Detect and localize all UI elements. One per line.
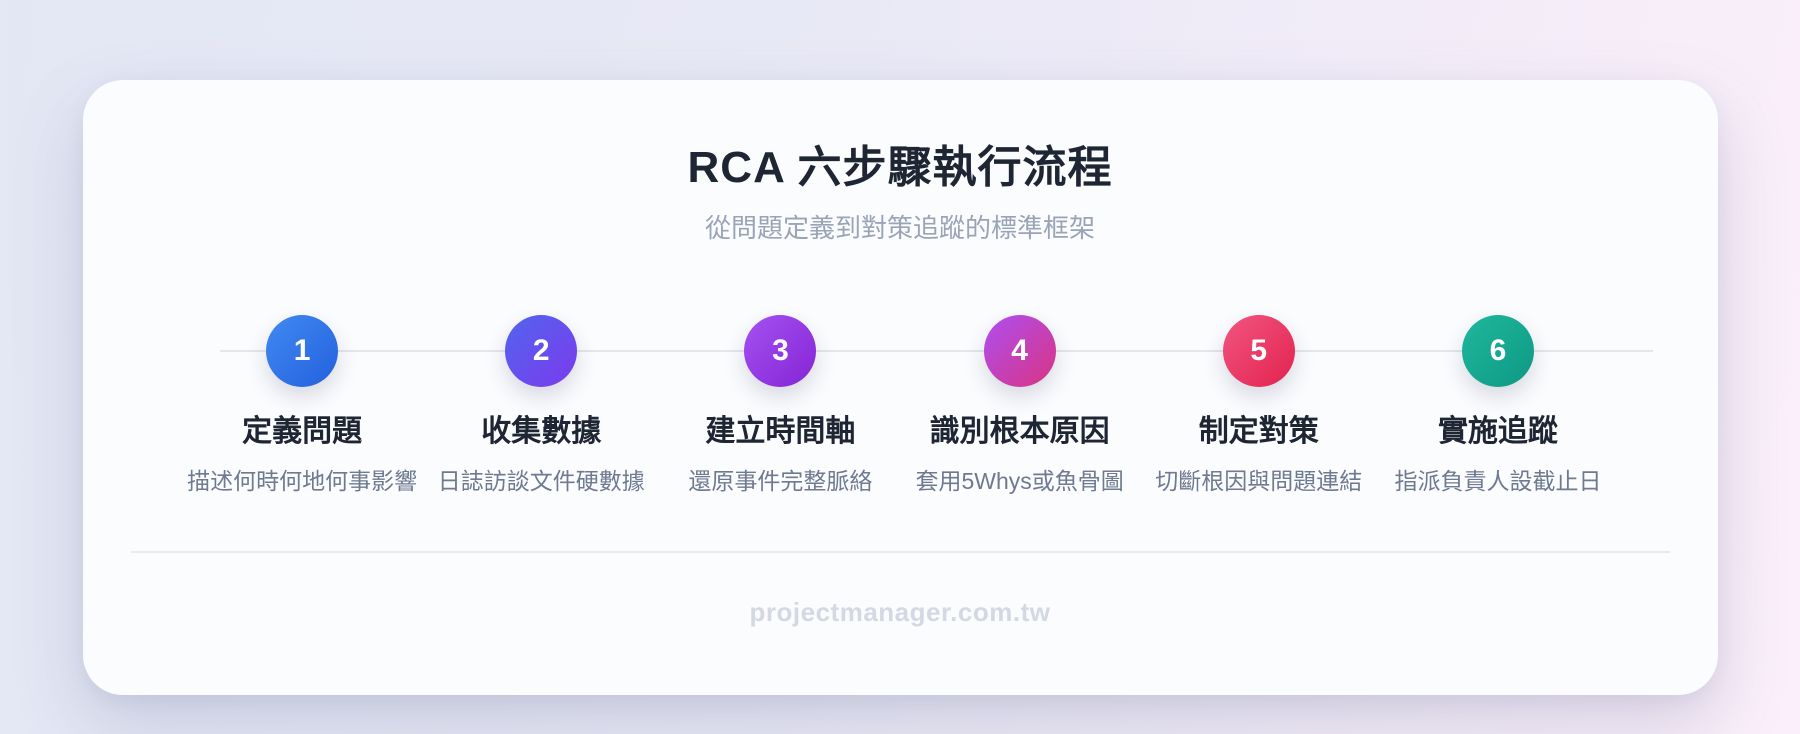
step-number: 1 bbox=[293, 334, 311, 367]
step-item-6: 6 實施追蹤 指派負責人設截止日 bbox=[1378, 315, 1617, 494]
step-title: 制定對策 bbox=[1198, 415, 1319, 448]
step-number: 4 bbox=[1011, 334, 1028, 367]
step-title: 識別根本原因 bbox=[929, 415, 1110, 448]
step-item-2: 2 收集數據 日誌訪談文件硬數據 bbox=[422, 315, 661, 494]
step-description: 指派負責人設截止日 bbox=[1394, 468, 1602, 494]
step-2-number-badge: 2 bbox=[505, 315, 578, 387]
step-title: 實施追蹤 bbox=[1437, 415, 1558, 448]
connector-line bbox=[219, 350, 1653, 352]
step-title: 收集數據 bbox=[481, 415, 602, 448]
step-description: 套用5Whys或魚骨圖 bbox=[915, 468, 1124, 494]
step-4-number-badge: 4 bbox=[983, 315, 1056, 387]
divider-line bbox=[130, 551, 1670, 553]
step-item-1: 1 定義問題 描述何時何地何事影響 bbox=[183, 315, 422, 494]
step-6-number-badge: 6 bbox=[1461, 315, 1534, 387]
steps-row: 1 定義問題 描述何時何地何事影響 2 收集數據 日誌訪談文件硬數據 3 建立時… bbox=[183, 315, 1653, 494]
page-title: RCA 六步驟執行流程 bbox=[687, 143, 1113, 192]
step-number: 3 bbox=[772, 334, 789, 367]
step-number: 6 bbox=[1489, 334, 1507, 367]
step-description: 切斷根因與問題連結 bbox=[1155, 468, 1363, 494]
step-item-4: 4 識別根本原因 套用5Whys或魚骨圖 bbox=[900, 315, 1139, 494]
step-number: 2 bbox=[532, 334, 550, 367]
step-number: 5 bbox=[1250, 334, 1268, 367]
step-5-number-badge: 5 bbox=[1222, 315, 1295, 387]
step-item-5: 5 制定對策 切斷根因與問題連結 bbox=[1139, 315, 1378, 494]
step-description: 日誌訪談文件硬數據 bbox=[437, 468, 645, 494]
step-title: 定義問題 bbox=[242, 415, 363, 448]
step-title: 建立時間軸 bbox=[705, 415, 856, 448]
page-background: { "card": { "title": "RCA 六步驟執行流程", "sub… bbox=[0, 80, 1800, 734]
step-1-number-badge: 1 bbox=[266, 315, 339, 387]
page-subtitle: 從問題定義到對策追蹤的標準框架 bbox=[704, 213, 1095, 243]
infographic-card: RCA 六步驟執行流程 從問題定義到對策追蹤的標準框架 1 定義問題 描述何時何… bbox=[82, 80, 1718, 695]
step-description: 還原事件完整脈絡 bbox=[688, 468, 873, 494]
footer-watermark: projectmanager.com.tw bbox=[749, 597, 1051, 627]
step-item-3: 3 建立時間軸 還原事件完整脈絡 bbox=[661, 315, 900, 494]
step-3-number-badge: 3 bbox=[744, 315, 817, 387]
step-description: 描述何時何地何事影響 bbox=[187, 468, 418, 494]
